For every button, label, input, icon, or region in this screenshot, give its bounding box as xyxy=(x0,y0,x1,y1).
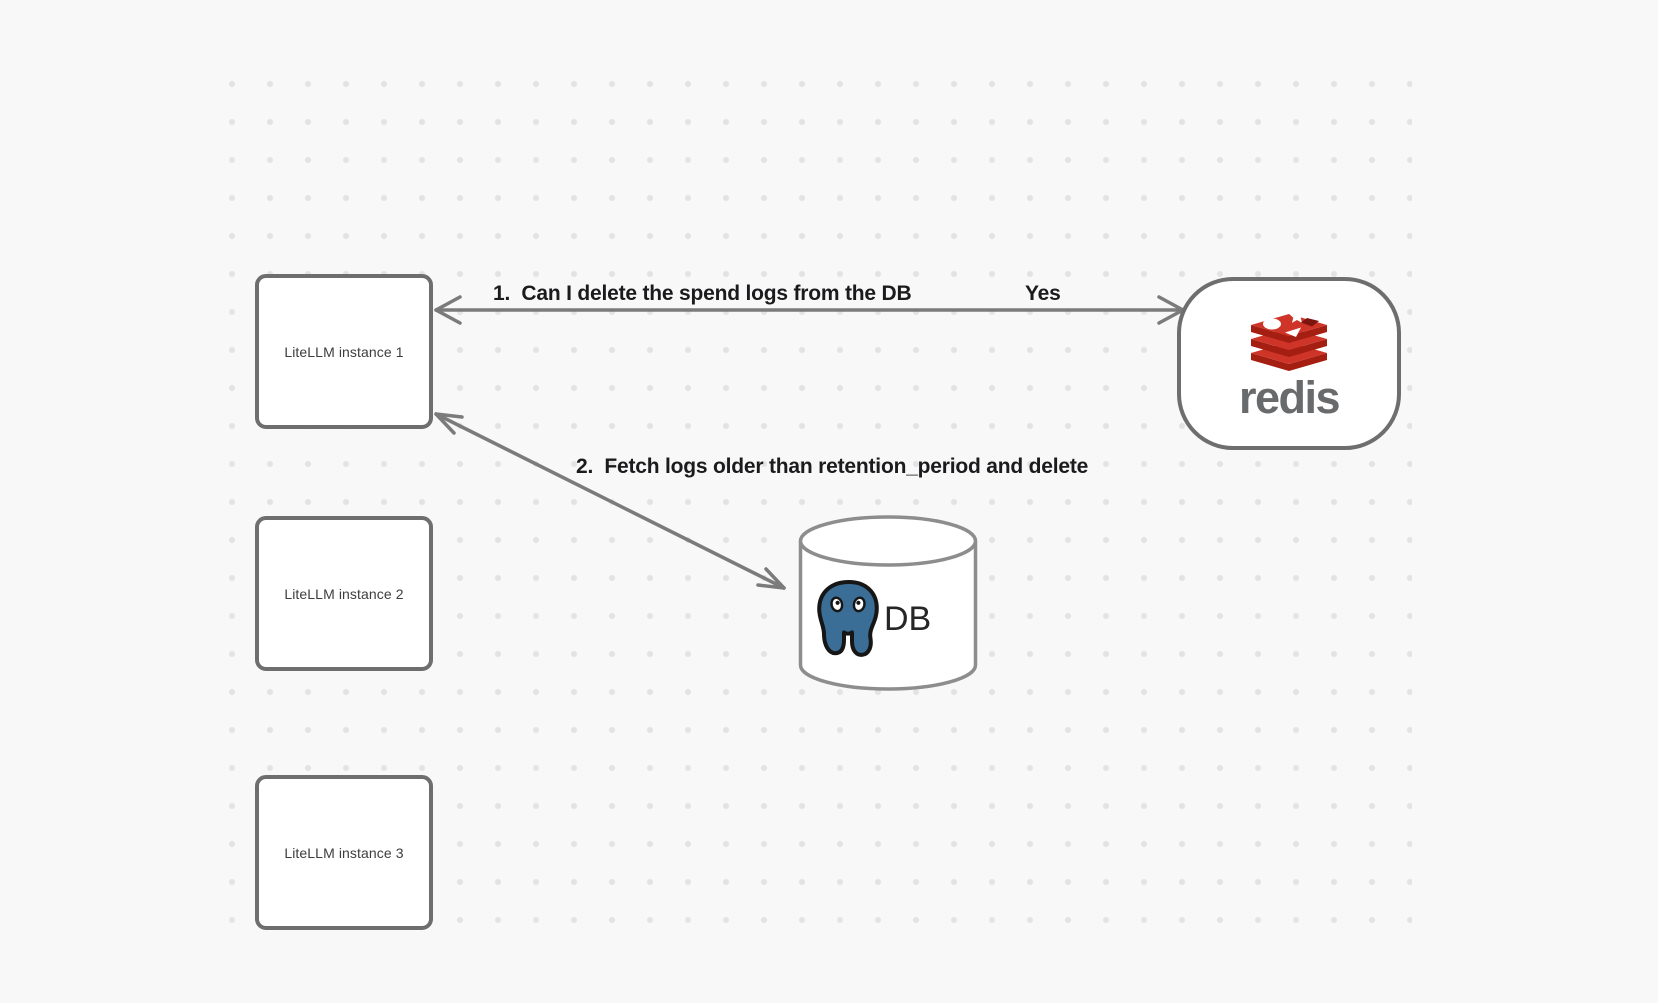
node-litellm-instance-1-label: LiteLLM instance 1 xyxy=(284,343,404,360)
edge1-response-label[interactable]: Yes xyxy=(1025,282,1061,305)
node-litellm-instance-2[interactable]: LiteLLM instance 2 xyxy=(255,516,433,671)
edge2-label[interactable]: 2. Fetch logs older than retention_perio… xyxy=(576,455,1089,478)
node-litellm-instance-3[interactable]: LiteLLM instance 3 xyxy=(255,775,433,930)
node-db[interactable]: DB xyxy=(797,514,979,693)
node-litellm-instance-3-label: LiteLLM instance 3 xyxy=(284,844,404,861)
redis-logo-icon xyxy=(1251,308,1327,371)
database-cylinder-icon xyxy=(798,515,978,691)
node-redis[interactable]: redis xyxy=(1177,277,1401,450)
redis-wordmark: redis xyxy=(1238,371,1341,423)
node-litellm-instance-1[interactable]: LiteLLM instance 1 xyxy=(255,274,433,429)
node-db-label: DB xyxy=(884,600,932,638)
node-litellm-instance-2-label: LiteLLM instance 2 xyxy=(284,585,404,602)
edge1-label[interactable]: 1. Can I delete the spend logs from the … xyxy=(493,282,912,305)
postgresql-elephant-icon xyxy=(817,580,879,657)
